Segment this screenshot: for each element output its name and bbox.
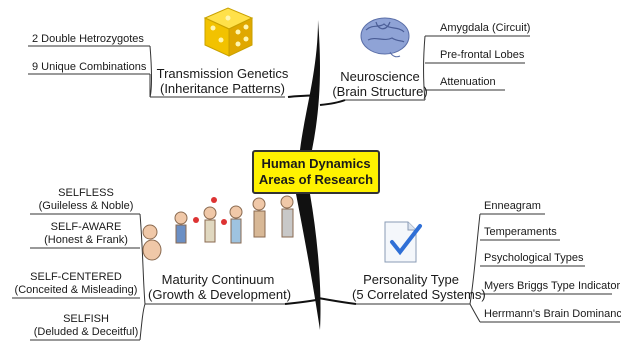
maturity-item-sub: (Honest & Frank): [44, 234, 128, 246]
branch-maturity: Maturity Continuum (Growth & Development…: [148, 272, 292, 302]
dice-icon: [203, 7, 254, 57]
neuroscience-item: Pre-frontal Lobes: [440, 49, 525, 61]
maturity-item-sub: (Deluded & Deceitful): [33, 326, 139, 338]
central-topic-line2: Areas of Research: [258, 172, 374, 187]
branch-subtitle: (Brain Structure): [332, 84, 428, 99]
maturity-item: SELF-CENTERED (Conceited & Misleading): [10, 271, 142, 297]
branch-genetics: Transmission Genetics (Inheritance Patte…: [155, 66, 290, 96]
maturity-item: SELFISH (Deluded & Deceitful): [30, 313, 142, 339]
branch-personality: Personality Type (5 Correlated Systems): [352, 272, 486, 302]
genetics-item: 9 Unique Combinations: [32, 61, 147, 73]
personality-item: Temperaments: [484, 226, 557, 238]
central-topic: Human Dynamics Areas of Research: [252, 150, 380, 194]
neuroscience-item: Attenuation: [440, 76, 496, 88]
maturity-item-sub: (Guileless & Noble): [38, 200, 134, 212]
maturity-item: SELF-AWARE (Honest & Frank): [30, 221, 142, 247]
personality-item: Myers Briggs Type Indicator: [484, 280, 621, 292]
personality-item: Enneagram: [484, 200, 541, 212]
branch-subtitle: (Growth & Development): [148, 287, 292, 302]
branch-subtitle: (5 Correlated Systems): [352, 287, 486, 302]
branch-title: Neuroscience: [340, 69, 420, 84]
maturity-item-title: SELFISH: [63, 313, 109, 325]
neuroscience-item: Amygdala (Circuit): [440, 22, 531, 34]
branch-title: Maturity Continuum: [161, 272, 275, 287]
maturity-item-title: SELFLESS: [58, 187, 114, 199]
maturity-item-title: SELF-CENTERED: [30, 271, 122, 283]
branch-subtitle: (Inheritance Patterns): [159, 81, 285, 96]
maturity-item-sub: (Conceited & Misleading): [14, 284, 138, 296]
maturity-item-title: SELF-AWARE: [50, 221, 122, 233]
branch-neuroscience: Neuroscience (Brain Structure): [330, 69, 430, 99]
branch-title: Personality Type: [363, 272, 459, 287]
brain-icon: [360, 17, 410, 58]
document-check-icon: [384, 221, 422, 263]
personality-item: Psychological Types: [484, 252, 584, 264]
central-topic-line1: Human Dynamics: [261, 156, 371, 171]
genetics-item: 2 Double Hetrozygotes: [32, 33, 144, 45]
personality-item: Herrmann's Brain Dominance: [484, 308, 621, 320]
maturity-item: SELFLESS (Guileless & Noble): [30, 187, 142, 213]
growth-stages-icon: [142, 195, 294, 261]
branch-title: Transmission Genetics: [156, 66, 289, 81]
